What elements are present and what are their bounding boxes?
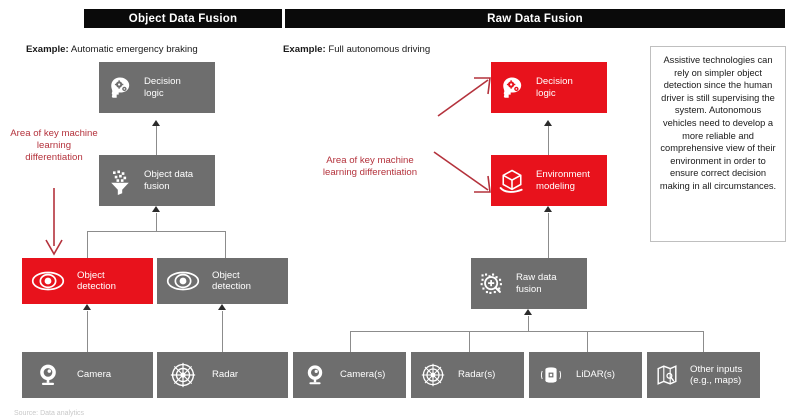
callout-right-line2: learning differentiation — [322, 167, 418, 178]
arrowhead-odf-to-decision — [152, 120, 160, 126]
example-line-left: Example: Automatic emergency braking — [26, 44, 198, 55]
box-label-object-detection-grey: Object detection — [212, 269, 251, 293]
box-label-environment-modeling: Environment modeling — [536, 169, 590, 192]
box-sensor-other-inputs[interactable]: Other inputs (e.g., maps) — [647, 352, 760, 398]
callout-right-wrapper: Area of key machine learning differentia… — [300, 155, 440, 179]
map-icon — [647, 363, 687, 387]
connector-lidars-drop — [587, 331, 588, 352]
lidar-cylinder-icon — [529, 363, 573, 387]
example-label-left: Example: — [26, 44, 69, 55]
callout-right-arrow-down — [433, 151, 491, 193]
connector-bracket-objdet-to-odf — [87, 231, 226, 258]
box-sensor-lidars[interactable]: LiDAR(s) — [529, 352, 642, 398]
cube-on-hand-icon — [491, 167, 533, 195]
example-label-right: Example: — [283, 44, 326, 55]
arrowhead-sensors-to-rawfusion — [524, 309, 532, 315]
box-label-camera: Camera — [77, 369, 112, 381]
example-line-right: Example: Full autonomous driving — [283, 44, 430, 55]
box-label-object-data-fusion: Object data fusion — [144, 169, 194, 192]
eye-icon — [22, 270, 74, 292]
box-environment-modeling[interactable]: Environment modeling — [491, 155, 607, 206]
box-label-radar: Radar — [212, 369, 239, 381]
box-sensor-radar[interactable]: Radar — [157, 352, 288, 398]
box-label-decision-logic-right: Decision logic — [536, 76, 573, 99]
radar-dish-icon — [157, 362, 209, 388]
box-sensor-radars[interactable]: Radar(s) — [411, 352, 524, 398]
callout-right-arrow-up — [437, 77, 491, 117]
pixel-magnifier-icon — [471, 270, 513, 298]
webcam-icon — [293, 363, 337, 387]
box-label-other-inputs: Other inputs (e.g., maps) — [690, 363, 743, 387]
panel-header-raw-data-fusion: Raw Data Fusion — [285, 9, 785, 28]
callout-right-line1: Area of key machine — [326, 155, 414, 166]
box-label-raw-data-fusion: Raw data fusion — [516, 272, 557, 295]
radar-dish-icon — [411, 363, 455, 387]
box-label-cameras: Camera(s) — [340, 369, 386, 381]
example-text-right: Full autonomous driving — [328, 44, 431, 55]
connector-odf-to-decision — [156, 126, 157, 155]
box-label-object-detection-red: Object detection — [77, 269, 116, 293]
box-decision-logic-left[interactable]: Decision logic — [99, 62, 215, 113]
box-decision-logic-right[interactable]: Decision logic — [491, 62, 607, 113]
connector-bracket-stem-right — [528, 316, 529, 332]
eye-icon — [157, 270, 209, 292]
arrowhead-radar-to-objdet2 — [218, 304, 226, 310]
callout-left-text: Area of key machine learning differentia… — [10, 128, 98, 163]
arrowhead-camera-to-objdet1 — [83, 304, 91, 310]
box-label-lidars: LiDAR(s) — [576, 369, 615, 381]
connector-rawfusion-to-envmod — [548, 213, 549, 258]
connector-camera-to-objdet1 — [87, 311, 88, 352]
arrowhead-objdet-to-odf — [152, 206, 160, 212]
panel-header-object-data-fusion: Object Data Fusion — [84, 9, 282, 28]
connector-radars-drop — [469, 331, 470, 352]
source-footnote: Source: Data analytics — [14, 410, 85, 417]
box-object-detection-grey[interactable]: Object detection — [157, 258, 288, 304]
arrowhead-envmod-to-decision — [544, 120, 552, 126]
funnel-data-icon — [99, 167, 141, 195]
sidebox-explanatory-text: Assistive technologies can rely on simpl… — [650, 46, 786, 242]
box-label-decision-logic-left: Decision logic — [144, 76, 181, 99]
connector-radar-to-objdet2 — [222, 311, 223, 352]
box-sensor-cameras[interactable]: Camera(s) — [293, 352, 406, 398]
head-with-gears-icon — [491, 74, 533, 102]
head-with-gears-icon — [99, 74, 141, 102]
box-sensor-camera[interactable]: Camera — [22, 352, 153, 398]
callout-left-arrow — [45, 188, 63, 256]
box-object-detection-red[interactable]: Object detection — [22, 258, 153, 304]
box-raw-data-fusion[interactable]: Raw data fusion — [471, 258, 587, 309]
box-label-radars: Radar(s) — [458, 369, 496, 381]
arrowhead-rawfusion-to-envmod — [544, 206, 552, 212]
example-text-left: Automatic emergency braking — [70, 44, 198, 55]
connector-envmod-to-decision — [548, 126, 549, 155]
connector-bracket-sensors-to-rawfusion — [350, 331, 704, 352]
box-object-data-fusion[interactable]: Object data fusion — [99, 155, 215, 206]
panel-header-right-label: Raw Data Fusion — [487, 12, 583, 25]
connector-bracket-stem-left — [156, 213, 157, 232]
webcam-icon — [22, 362, 74, 388]
panel-header-left-label: Object Data Fusion — [128, 12, 238, 25]
